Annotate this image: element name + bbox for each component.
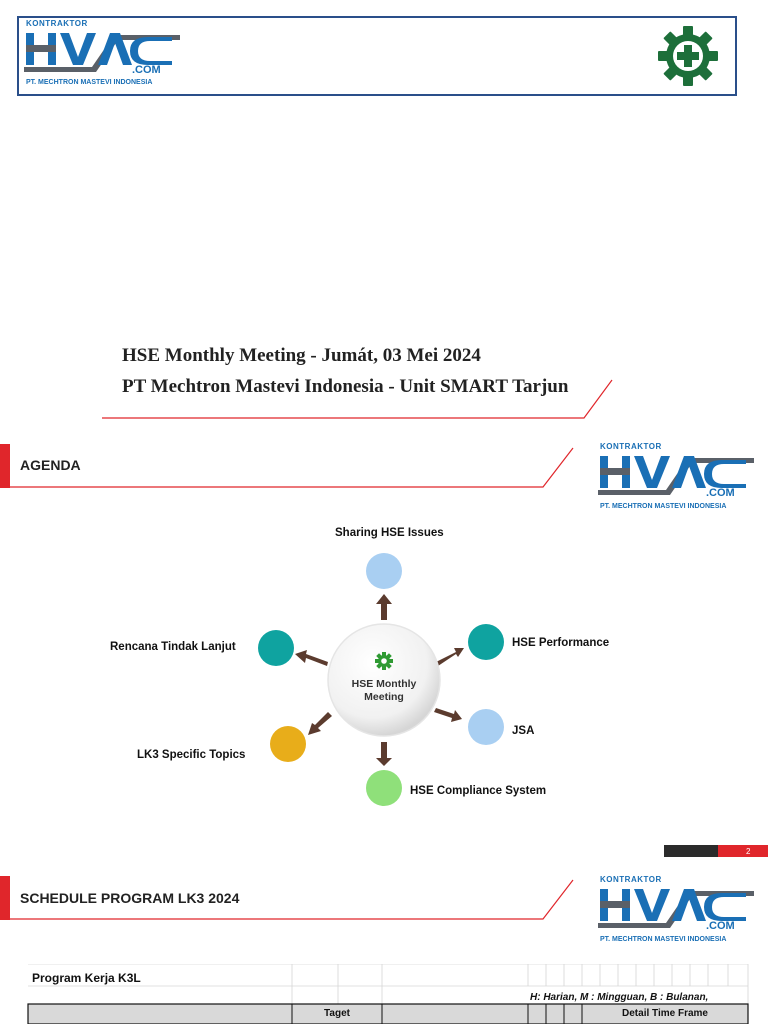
arrow-lower-right (434, 708, 462, 722)
logo-kontraktor-text: KONTRAKTOR (26, 19, 88, 28)
logo-company-text: PT. MECHTRON MASTEVI INDONESIA (600, 503, 727, 510)
hub-circle (327, 623, 441, 737)
node-lk3-specific-topics (270, 726, 306, 762)
hvac-wordmark-icon (24, 33, 180, 72)
hvac-logo: KONTRAKTOR .COM PT. MECHTRON MASTEVI IND… (596, 442, 756, 514)
label-rencana-tindak-lanjut: Rencana Tindak Lanjut (110, 641, 236, 653)
label-jsa: JSA (512, 725, 535, 737)
logo-com-text: .COM (706, 920, 735, 932)
node-jsa (468, 709, 504, 745)
arrow-down (376, 742, 392, 766)
schedule-table-grid (27, 964, 749, 1024)
label-lk3-specific-topics: LK3 Specific Topics (137, 749, 246, 761)
node-sharing-hse-issues (366, 553, 402, 589)
agenda-arrows (295, 594, 464, 766)
agenda-underline (10, 447, 574, 488)
arrow-upper-left (295, 650, 328, 666)
header-detail-time-frame: Detail Time Frame (622, 1008, 708, 1019)
title-underline (102, 379, 613, 419)
agenda-title: AGENDA (20, 457, 81, 473)
agenda-accent-bar (0, 444, 10, 488)
hvac-wordmark-icon (598, 456, 754, 495)
arrow-upper-right (436, 648, 464, 666)
hvac-wordmark-icon (598, 889, 754, 928)
logo-company-text: PT. MECHTRON MASTEVI INDONESIA (26, 79, 153, 86)
arrow-lower-left (308, 712, 332, 735)
meeting-title: HSE Monthly Meeting - Jumát, 03 Mei 2024 (122, 345, 481, 366)
logo-com-text: .COM (132, 64, 161, 76)
arrow-up (376, 594, 392, 620)
node-hse-compliance-system (366, 770, 402, 806)
slide1-header-frame (17, 16, 737, 96)
logo-company-text: PT. MECHTRON MASTEVI INDONESIA (600, 936, 727, 943)
agenda-diagram (258, 553, 504, 806)
gear-cross-icon (658, 26, 718, 86)
table-title: Program Kerja K3L (32, 971, 141, 985)
page-number: 2 (746, 847, 751, 856)
node-rencana-tindak-lanjut (258, 630, 294, 666)
logo-com-text: .COM (706, 487, 735, 499)
footer-red-bar (718, 845, 768, 857)
schedule-accent-bar (0, 876, 10, 920)
header-taget: Taget (324, 1008, 350, 1019)
label-hse-compliance-system: HSE Compliance System (410, 785, 547, 797)
hub-gear-icon (375, 652, 393, 670)
footer-dark-bar (664, 845, 718, 857)
node-hse-performance (468, 624, 504, 660)
hub-label: HSE Monthly Meeting (351, 678, 417, 703)
logo-kontraktor-text: KONTRAKTOR (600, 875, 662, 884)
label-sharing-hse-issues: Sharing HSE Issues (335, 527, 444, 539)
schedule-underline (10, 879, 574, 920)
table-legend: H: Harian, M : Mingguan, B : Bulanan, (530, 992, 709, 1003)
logo-kontraktor-text: KONTRAKTOR (600, 442, 662, 451)
hvac-logo: KONTRAKTOR .COM PT. MECHTRON MASTEVI IND… (596, 875, 756, 947)
hvac-logo: KONTRAKTOR .COM PT. MECHTRON MASTEVI IND… (22, 19, 182, 89)
meeting-subtitle: PT Mechtron Mastevi Indonesia - Unit SMA… (122, 376, 569, 397)
label-hse-performance: HSE Performance (512, 637, 610, 649)
schedule-title: SCHEDULE PROGRAM LK3 2024 (20, 890, 240, 906)
